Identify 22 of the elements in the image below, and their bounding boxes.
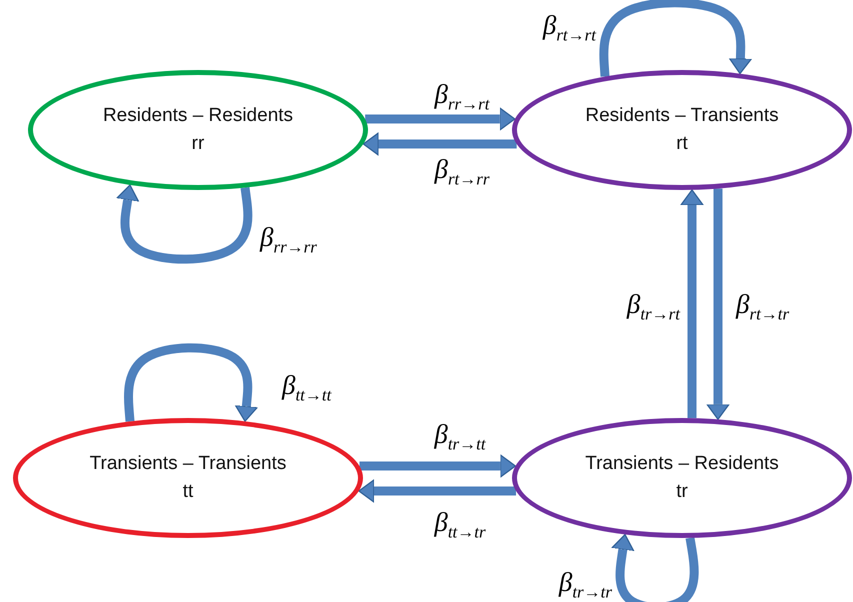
transition-arrow: [706, 188, 730, 420]
self-loop-arrow: [611, 534, 699, 602]
state-code: tr: [676, 480, 688, 504]
state-name: Transients – Transients: [90, 452, 286, 476]
state-code: rr: [192, 132, 204, 156]
self-loop-arrow: [116, 184, 252, 264]
transition-arrow: [680, 189, 704, 418]
state-ellipse: [13, 418, 363, 538]
state-name: Residents – Residents: [102, 104, 294, 128]
transition-arrow: [359, 454, 516, 478]
transition-arrow: [358, 479, 516, 503]
state-name: Residents – Transients: [585, 104, 779, 128]
state-code: rt: [676, 132, 688, 156]
state-ellipse: [512, 418, 852, 538]
self-loop-arrow: [124, 343, 258, 422]
state-ellipse: [512, 70, 852, 190]
state-ellipse: [28, 70, 368, 190]
transition-arrow: [362, 132, 517, 156]
self-loop-arrow: [599, 0, 752, 77]
state-code: tt: [182, 480, 194, 504]
transition-arrow: [365, 107, 516, 131]
state-name: Transients – Residents: [585, 452, 779, 476]
